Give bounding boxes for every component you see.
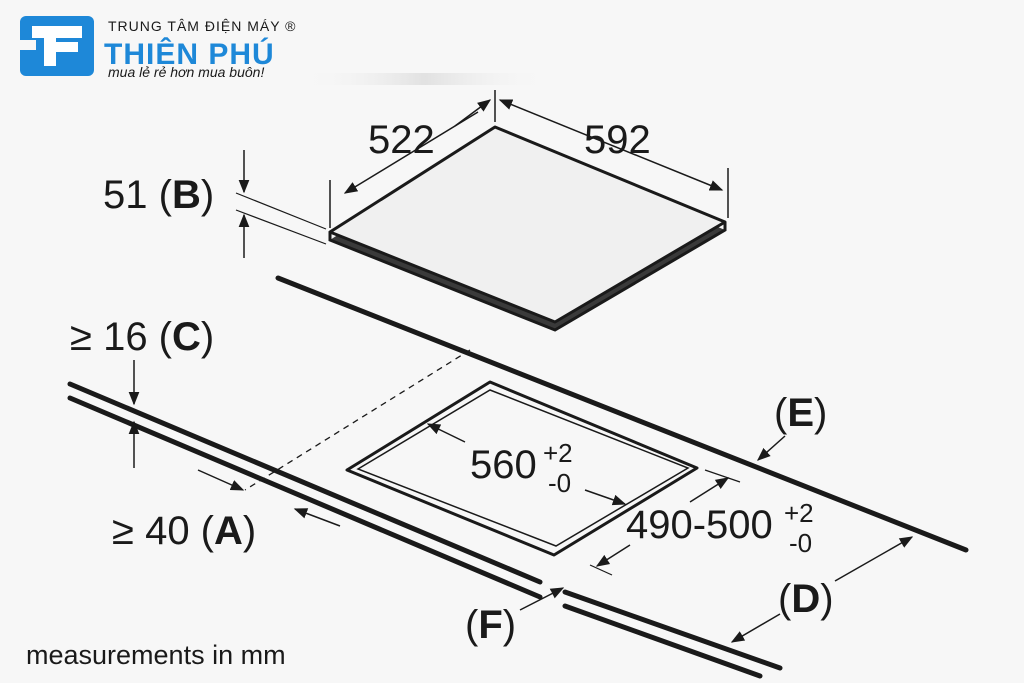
worktop-front-edge-left [67,381,543,585]
cutout [345,380,699,557]
dimension-d: (D) [730,536,914,643]
worktop-back-edge [275,275,969,553]
label-d: (D) [778,577,834,621]
dimension-e: (E) [756,391,827,461]
hob-unit [328,125,727,332]
label-f-letter: F [478,603,502,647]
cutout-inner [356,389,690,547]
logo-name: THIÊN PHÚ [104,37,275,71]
label-560-tol-minus: -0 [548,468,571,498]
label-b-letter: B [172,173,201,217]
arrow-592 [498,99,724,191]
label-522: 522 [368,118,435,162]
arrow-40-left [197,469,245,491]
dimension-490-500: 490-500 +2 -0 [589,469,814,576]
arrow-40-right [293,508,341,527]
cutout-outer [345,380,699,557]
label-f: (F) [465,603,516,647]
hob-projection-dashed [244,349,471,491]
label-490-500: 490-500 [626,503,773,547]
dimension-592: 592 [498,99,729,218]
label-d-letter: D [791,577,820,621]
hob-edge [328,222,727,332]
dimension-522: 522 [329,90,496,228]
label-e-letter: E [787,391,814,435]
label-40-value: ≥ 40 [112,509,190,553]
arrow-490-top [689,477,730,503]
label-c-letter: C [172,315,201,359]
worktop-front-lower-left [67,395,543,600]
dimension-560: 560 +2 -0 [426,423,627,506]
logo-shadow [300,73,550,85]
arrow-f [519,587,565,611]
label-51-value: 51 [103,173,148,217]
arrow-d-back [834,536,914,582]
label-560-value: 560 [470,443,537,487]
dimension-40-a: ≥ 40 (A) [112,469,341,553]
worktop-front-lower-right [562,603,763,679]
label-16-c: ≥ 16 (C) [70,315,214,359]
label-490-tol-minus: -0 [789,528,812,558]
arrow-560-left [426,423,466,443]
label-40-a: ≥ 40 (A) [112,509,256,553]
arrow-522-back [454,99,492,127]
arrow-e [756,435,786,461]
label-592: 592 [584,118,651,162]
label-e: (E) [774,391,827,435]
brand-logo: TRUNG TÂM ĐIỆN MÁY ® THIÊN PHÚ mua lẻ rẻ… [20,16,550,85]
label-51-b: 51 (B) [103,173,214,217]
dimension-16-c: ≥ 16 (C) [70,315,214,468]
footnote-units: measurements in mm [26,640,286,670]
dimension-51-b: 51 (B) [103,150,327,258]
dimension-f: (F) [465,587,565,647]
label-a-letter: A [214,509,243,553]
logo-top-line: TRUNG TÂM ĐIỆN MÁY ® [108,18,296,34]
label-16-value: ≥ 16 [70,315,148,359]
label-490-tol-plus: +2 [784,498,814,528]
worktop-front-edge-right [562,589,783,671]
arrow-560-right [584,489,627,506]
thien-phu-logo-mark-icon [20,16,94,76]
label-560: 560 [470,443,537,487]
arrow-d-front [730,613,781,643]
worktop [67,275,969,679]
label-560-tol-plus: +2 [543,438,573,468]
logo-tagline: mua lẻ rẻ hơn mua buôn! [108,64,264,80]
arrow-490-bottom [595,544,631,567]
